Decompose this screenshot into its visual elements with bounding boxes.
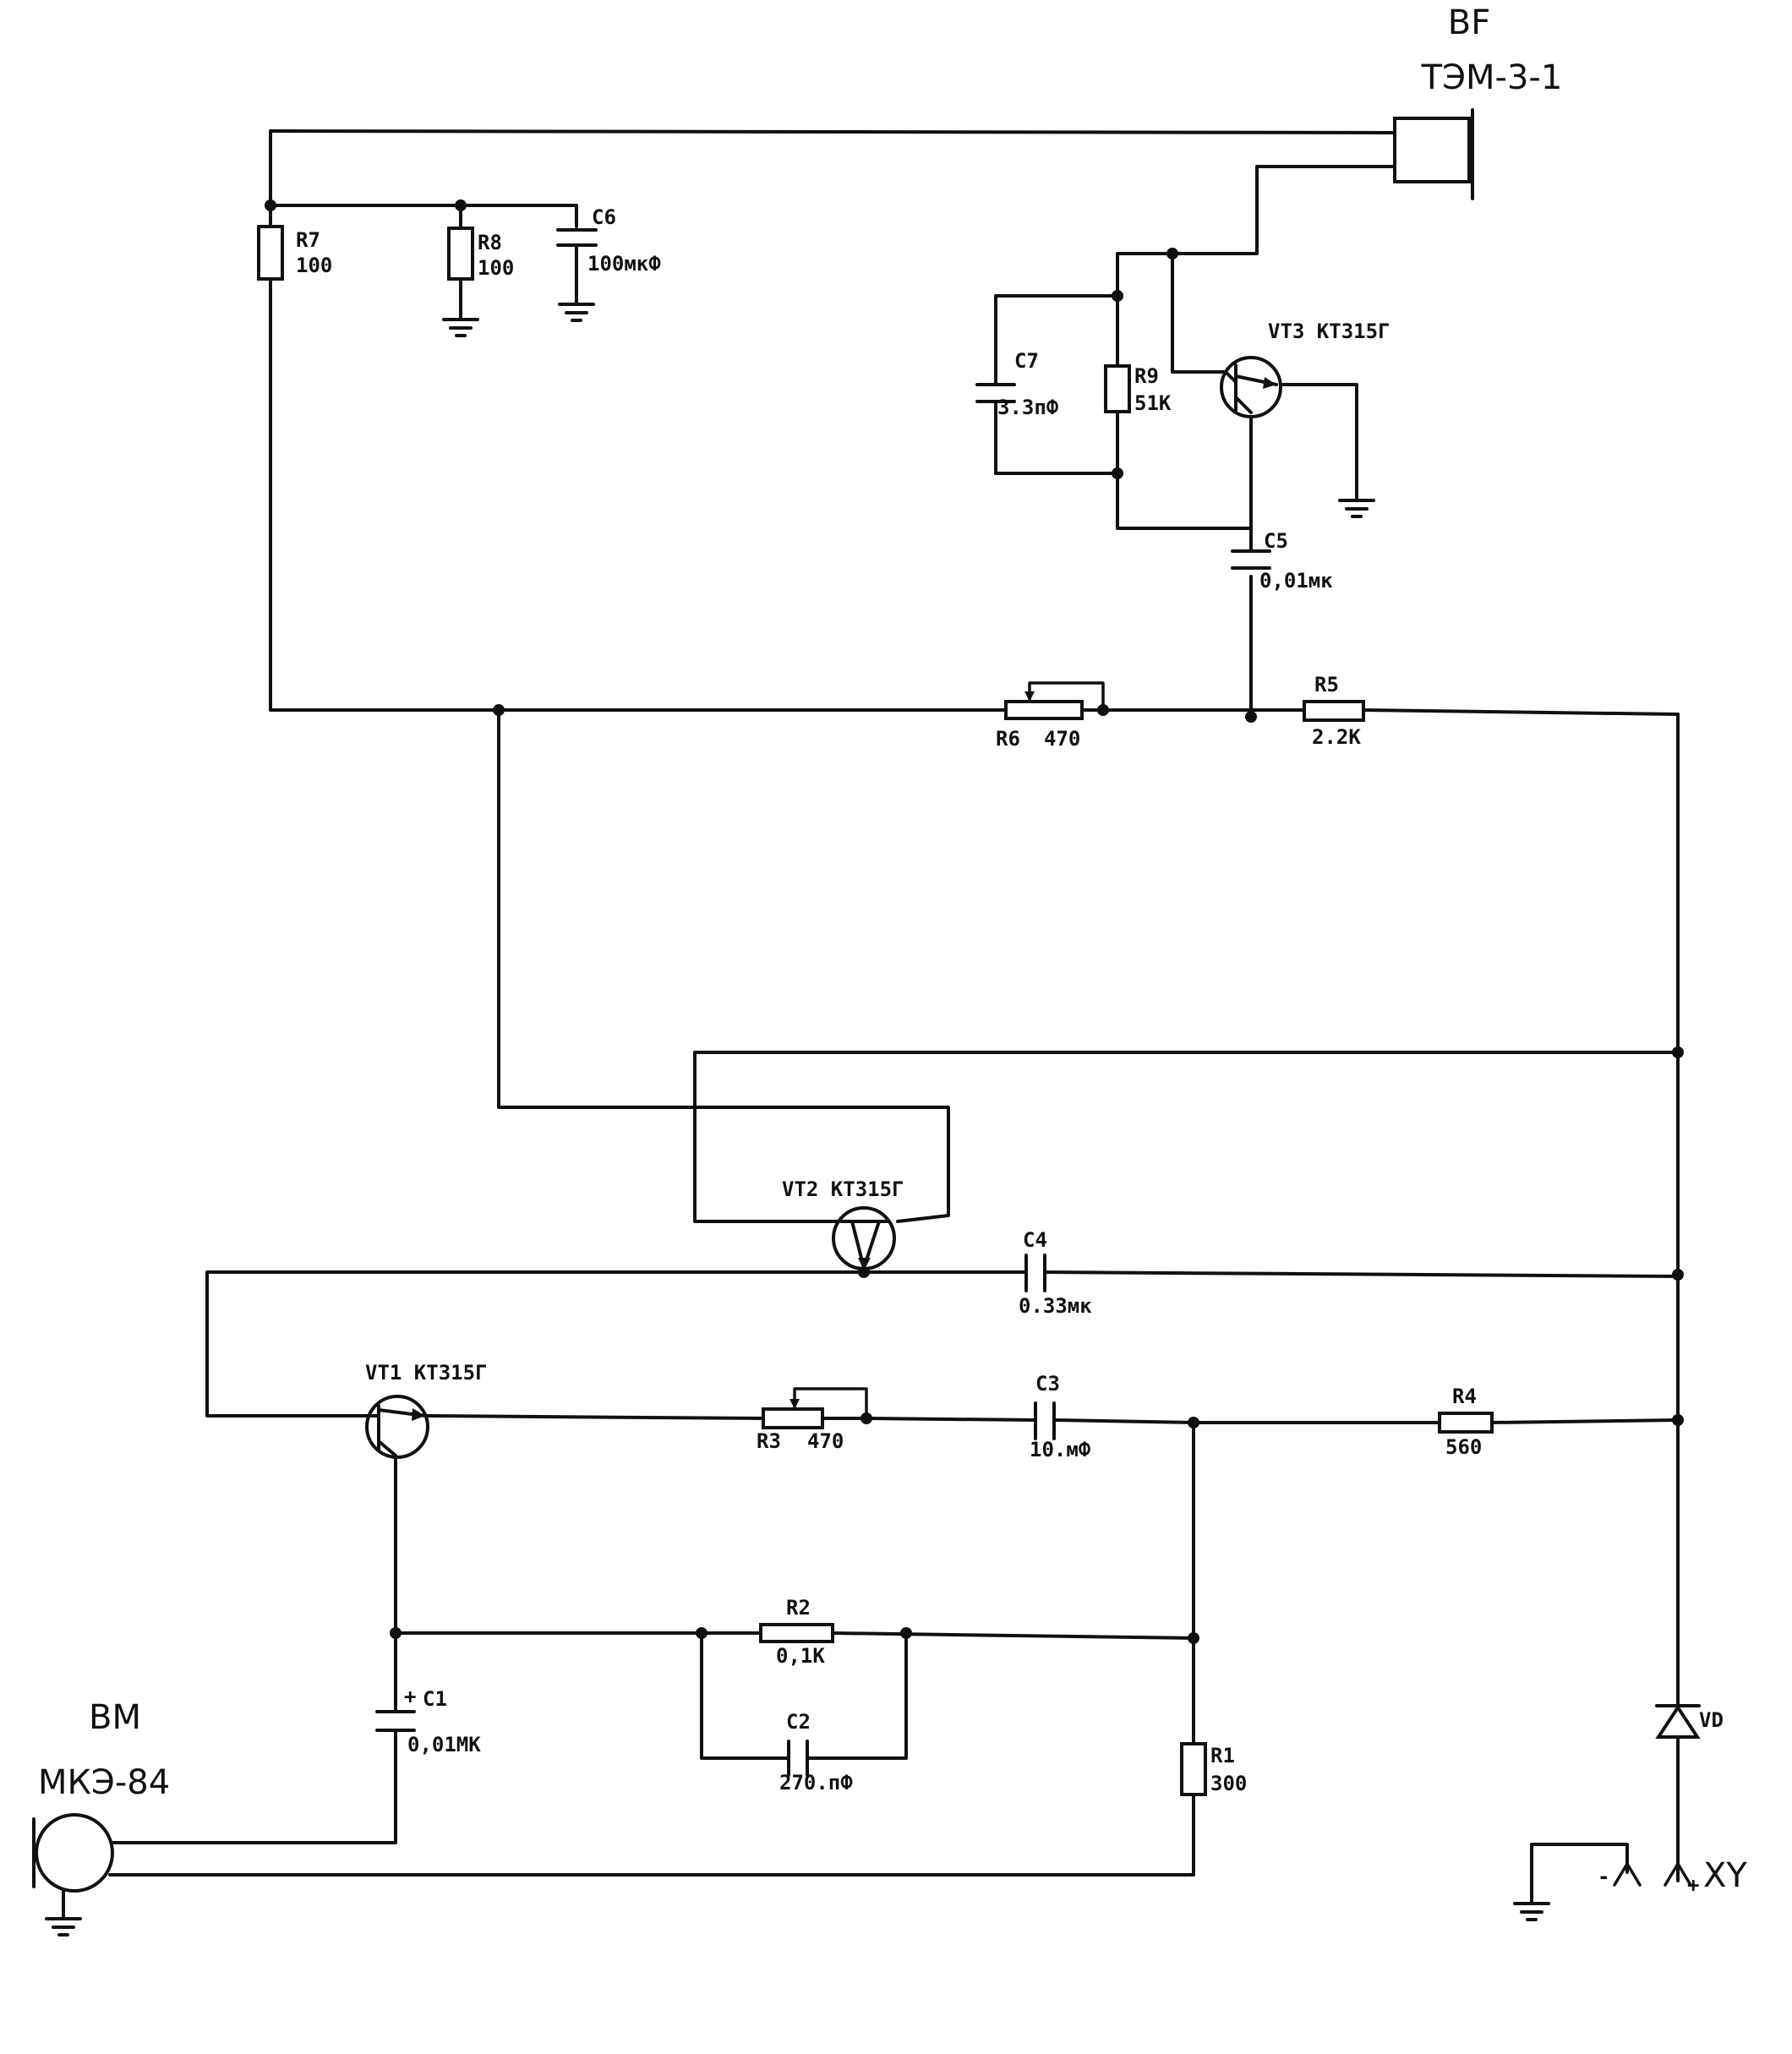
junction-dot (1097, 704, 1109, 716)
c6-value: 100мкФ (587, 252, 661, 276)
ground-vt3 (1338, 499, 1375, 518)
resistor-r1: R1 300 (1180, 1742, 1247, 1796)
resistor-r4: R4 560 (1438, 1385, 1494, 1459)
c3-ref: C3 (1035, 1372, 1060, 1396)
capacitor-c2: C2 270.пФ (779, 1710, 853, 1795)
speaker-bf: BF ТЭМ-3-1 (1393, 3, 1563, 200)
c6-ref: C6 (592, 205, 616, 229)
junction-dot (696, 1627, 708, 1639)
connector-xy: - + XY (1513, 1843, 1747, 1921)
ground-c6 (558, 303, 595, 322)
c1-ref: C1 (423, 1687, 447, 1711)
junction-dot (390, 1627, 402, 1639)
xy-minus: - (1598, 1865, 1609, 1888)
r8-value: 100 (478, 256, 514, 280)
junction-dot (1672, 1414, 1684, 1426)
speaker-model: ТЭМ-3-1 (1421, 58, 1563, 97)
capacitor-c3: C3 10.мФ (1030, 1372, 1091, 1461)
r1-value: 300 (1210, 1772, 1247, 1795)
r5-ref: R5 (1314, 673, 1339, 697)
microphone-ref: BM (89, 1698, 141, 1737)
r5-value: 2.2K (1312, 725, 1361, 749)
r3-ref: R3 (757, 1429, 781, 1453)
c7-ref: C7 (1014, 349, 1039, 373)
r2-ref: R2 (786, 1596, 811, 1620)
junction-dot (1672, 1046, 1684, 1058)
junction-dot (1245, 711, 1257, 723)
vt2-label: VT2 KT315Г (782, 1177, 904, 1201)
microphone-bm: BM МКЭ-84 (32, 1698, 170, 1937)
junction-dot (455, 199, 467, 211)
capacitor-c1: + C1 0,01MK (375, 1685, 481, 1756)
transistor-vt2: VT2 KT315Г (782, 1177, 904, 1270)
potentiometer-r6: R6 470 (996, 691, 1084, 751)
c7-value: 3.3пФ (997, 396, 1059, 419)
transistor-vt3: VT3 KT315Г (1220, 320, 1390, 418)
wires (108, 129, 1680, 1882)
junction-dots (265, 199, 1684, 1644)
diode-vd: VD (1655, 1704, 1724, 1739)
c5-ref: C5 (1264, 529, 1288, 553)
r7-ref: R7 (296, 228, 320, 252)
resistor-r7: R7 100 (257, 225, 332, 281)
potentiometer-r3: R3 470 (757, 1399, 844, 1453)
xy-plus: + (1687, 1873, 1699, 1897)
xy-ref: XY (1703, 1856, 1747, 1895)
junction-dot (1188, 1632, 1199, 1644)
resistor-r2: R2 0,1K (759, 1596, 834, 1668)
r8-ref: R8 (478, 231, 502, 254)
junction-dot (900, 1627, 912, 1639)
capacitor-c5: C5 0,01мк (1231, 529, 1333, 593)
capacitor-c7: C7 3.3пФ (975, 349, 1059, 419)
speaker-body (1393, 117, 1471, 183)
c2-value: 270.пФ (779, 1771, 853, 1795)
r4-value: 560 (1445, 1435, 1482, 1459)
r9-ref: R9 (1134, 364, 1159, 388)
c3-value: 10.мФ (1030, 1438, 1091, 1461)
resistor-r5: R5 2.2K (1303, 673, 1365, 749)
r3-value: 470 (807, 1429, 844, 1453)
junction-dot (1166, 248, 1178, 259)
vt1-label: VT1 KT315Г (365, 1361, 488, 1385)
c1-polarity: + (404, 1685, 416, 1708)
capacitor-c6: C6 100мкФ (556, 205, 661, 304)
c1-value: 0,01MK (407, 1733, 481, 1756)
ground-r8 (442, 318, 479, 337)
c2-ref: C2 (786, 1710, 811, 1734)
transistor-vt1: VT1 KT315Г (365, 1361, 488, 1459)
r4-ref: R4 (1452, 1385, 1477, 1408)
junction-dot (1188, 1417, 1199, 1429)
c5-value: 0,01мк (1259, 569, 1333, 593)
resistor-r9: R9 51K (1104, 364, 1172, 415)
c4-value: 0.33мк (1019, 1294, 1092, 1318)
vt3-label: VT3 KT315Г (1268, 320, 1390, 343)
r7-value: 100 (296, 254, 332, 277)
r9-value: 51K (1134, 391, 1172, 415)
speaker-ref: BF (1448, 3, 1490, 42)
microphone-model: МКЭ-84 (38, 1763, 170, 1802)
capacitor-c4: C4 0.33мк (1019, 1228, 1092, 1318)
junction-dot (1112, 290, 1123, 302)
junction-dot (860, 1412, 872, 1424)
resistor-r8: R8 100 (447, 227, 514, 281)
microphone-body (35, 1813, 114, 1893)
junction-dot (1112, 467, 1123, 479)
junction-dot (265, 199, 276, 211)
r2-value: 0,1K (776, 1644, 825, 1668)
junction-dot (493, 704, 505, 716)
r6-value: 470 (1044, 727, 1080, 751)
junction-dot (1672, 1269, 1684, 1281)
r1-ref: R1 (1210, 1744, 1235, 1767)
vd-ref: VD (1699, 1708, 1724, 1732)
c4-ref: C4 (1023, 1228, 1047, 1252)
r6-ref: R6 (996, 727, 1020, 751)
